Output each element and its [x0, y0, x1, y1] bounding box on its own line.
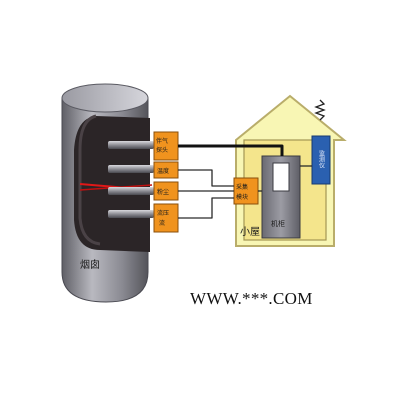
probe-4: [108, 210, 154, 218]
analyzer: 监测仪: [311, 135, 331, 185]
sensor-box-4: [153, 203, 179, 233]
probe-3: [108, 187, 154, 195]
wire-heavy-sample: [178, 144, 284, 156]
probes: [108, 141, 154, 218]
cabinet-label: 机柜: [271, 219, 285, 228]
sensor-label-3: 粉尘: [157, 188, 169, 196]
probe-1: [108, 141, 154, 149]
sensor-label-4a: 流压: [157, 209, 169, 217]
cabinet-display: [272, 162, 290, 192]
watermark-url: WWW.***.COM: [190, 289, 313, 308]
sensor-label-4b: 流: [159, 219, 165, 227]
sensor-box-1: [153, 131, 179, 161]
roof-vent-icon: [314, 99, 326, 121]
wire-temperature: [178, 169, 234, 187]
analyzer-body: [311, 135, 331, 185]
house-label: 小屋: [240, 226, 260, 238]
acquisition-module: 采集 模块: [233, 177, 259, 205]
wire-flow: [178, 197, 234, 219]
sensor-label-1b: 探头: [156, 146, 168, 154]
sensor-label-2: 温度: [157, 167, 169, 175]
acquisition-module-label-2: 模块: [236, 193, 248, 201]
probe-2: [108, 165, 154, 173]
sensor-label-1a: 伴气: [156, 137, 168, 145]
acquisition-module-label-1: 采集: [236, 183, 248, 191]
analyzer-label: 监测仪: [318, 149, 325, 168]
chimney-label: 烟囱: [80, 258, 100, 271]
sensor-boxes: 伴气 探头 温度 粉尘 流压 流: [153, 131, 179, 233]
cabinet: 机柜: [261, 155, 301, 239]
wiring: [178, 144, 312, 219]
chimney-top: [61, 83, 149, 113]
